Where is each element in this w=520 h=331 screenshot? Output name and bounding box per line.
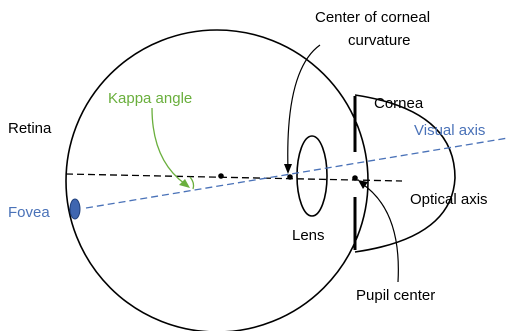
label-fovea: Fovea [8, 204, 50, 221]
corneal-curvature-leader [287, 44, 321, 171]
label-optical-axis: Optical axis [410, 191, 488, 208]
label-retina: Retina [8, 120, 52, 137]
corneal-curvature-center-dot [287, 174, 293, 180]
lens-shape [296, 135, 328, 217]
eyeball-outline [65, 29, 369, 331]
label-center-corneal-line1: Center of corneal [315, 9, 430, 26]
kappa-angle-arrowhead [179, 179, 190, 188]
cornea-outline [354, 94, 456, 253]
label-center-corneal-line2: curvature [348, 32, 411, 49]
kappa-angle-leader [151, 107, 186, 185]
nodal-point-dot [218, 173, 224, 179]
fovea-marker [69, 198, 81, 220]
optical-axis-line [65, 173, 403, 182]
pupil-center-arrowhead [358, 180, 368, 189]
kappa-angle-arc [189, 176, 195, 190]
corneal-curvature-arrowhead [284, 164, 292, 174]
visual-axis-line [85, 137, 509, 209]
pupil-center-dot [352, 175, 358, 181]
label-kappa-angle: Kappa angle [108, 90, 192, 107]
label-lens: Lens [292, 227, 325, 244]
label-visual-axis: Visual axis [414, 122, 485, 139]
label-pupil-center: Pupil center [356, 287, 435, 304]
label-cornea: Cornea [374, 95, 424, 112]
pupil-center-leader [360, 182, 399, 283]
